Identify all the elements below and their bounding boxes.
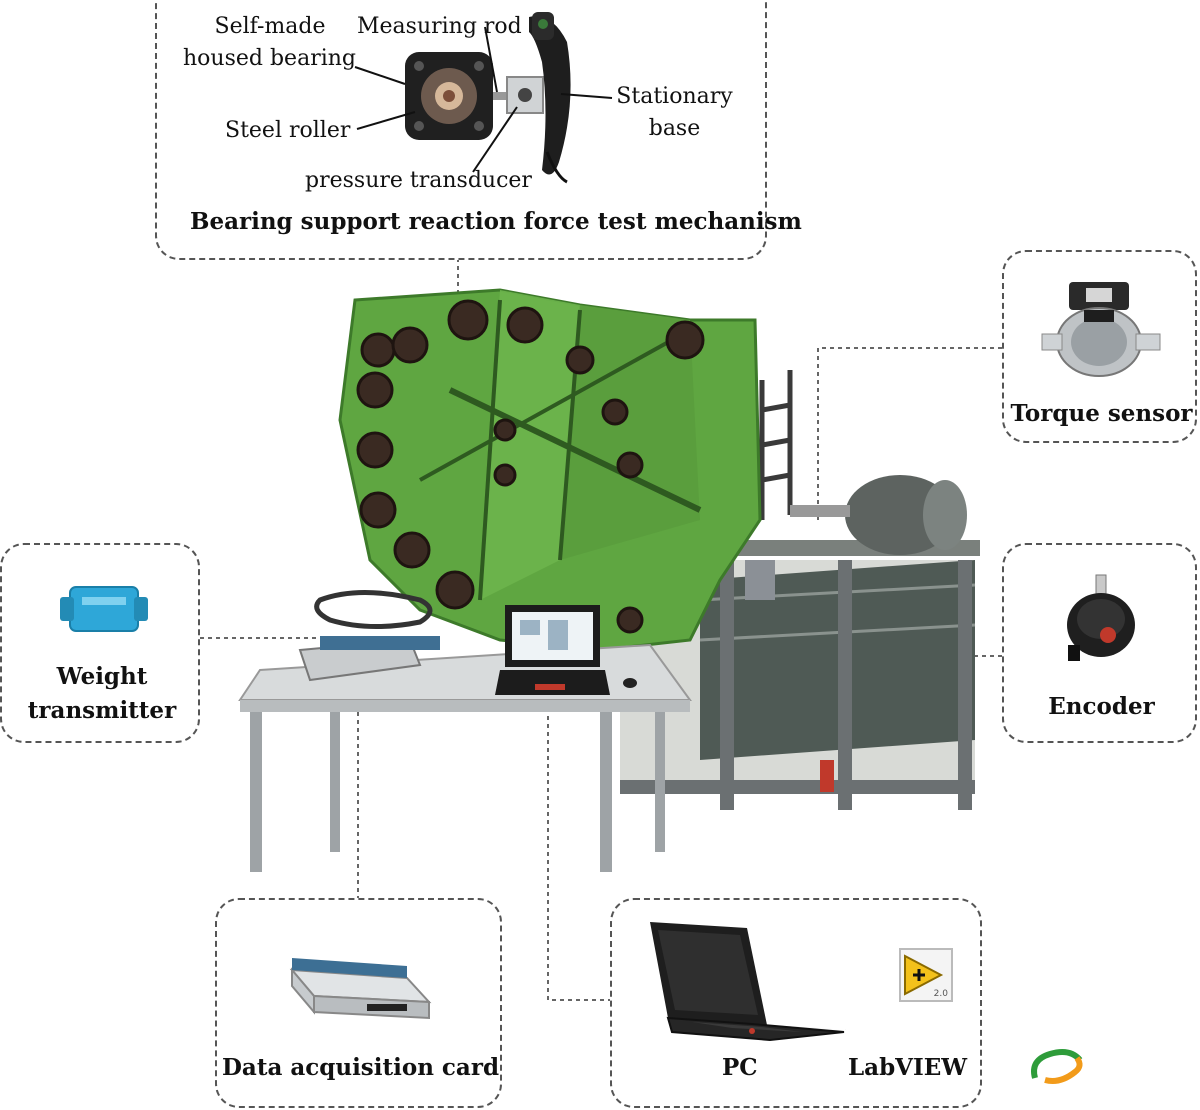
labview-icon: 2.0	[899, 948, 953, 1002]
self-made-label-line2: housed bearing	[183, 46, 356, 71]
encoder-icon	[1067, 574, 1135, 661]
self-made-label-line1: Self-made	[214, 14, 326, 39]
conveyor-frame	[620, 540, 980, 810]
data-acquisition-card-panel: Data acquisition card	[215, 898, 502, 1108]
pc-connector	[547, 700, 612, 1001]
bearing-panel-title: Bearing support reaction force test mech…	[190, 208, 802, 235]
weight-transmitter-panel: Weight transmitter	[0, 543, 200, 743]
measuring-rod-label: Measuring rod	[357, 14, 522, 39]
pressure-transducer-label: pressure transducer	[305, 168, 532, 193]
labview-label: LabVIEW	[848, 1054, 968, 1081]
encoder-title: Encoder	[1048, 693, 1155, 720]
daq-on-table	[298, 636, 440, 682]
pc-labview-panel: 2.0 PC LabVIEW	[610, 898, 982, 1108]
weight-title-line1: Weight	[56, 663, 148, 690]
daq-title: Data acquisition card	[221, 1054, 500, 1081]
green-baler-body	[338, 288, 762, 652]
roller-sprockets	[356, 299, 705, 634]
daq-card-icon	[289, 958, 432, 1020]
cable-coil	[314, 590, 433, 629]
laptop-on-table	[495, 605, 637, 695]
torque-sensor-panel: Torque sensor	[1002, 250, 1197, 443]
electric-motor	[790, 475, 967, 555]
pc-laptop-icon	[650, 922, 847, 1042]
weight-transmitter-icon	[60, 586, 148, 632]
torque-connector	[817, 347, 1002, 520]
steel-roller-label: Steel roller	[225, 118, 351, 143]
weight-title-line2: transmitter	[27, 697, 177, 724]
ladder	[759, 370, 793, 520]
red-jack	[820, 760, 834, 792]
watermark-logo	[1031, 1049, 1083, 1084]
pc-label: PC	[722, 1054, 758, 1081]
stationary-label-line2: base	[648, 116, 701, 141]
bearing-mechanism-photo	[354, 12, 613, 184]
bearing-test-mechanism-panel: Self-made housed bearing Measuring rod S…	[155, 0, 802, 260]
stationary-label-line1: Stationary	[616, 84, 733, 109]
labview-version: 2.0	[933, 989, 948, 999]
encoder-panel: Encoder	[1002, 543, 1197, 743]
torque-sensor-title: Torque sensor	[1010, 400, 1193, 427]
torque-sensor-icon	[1041, 282, 1161, 377]
